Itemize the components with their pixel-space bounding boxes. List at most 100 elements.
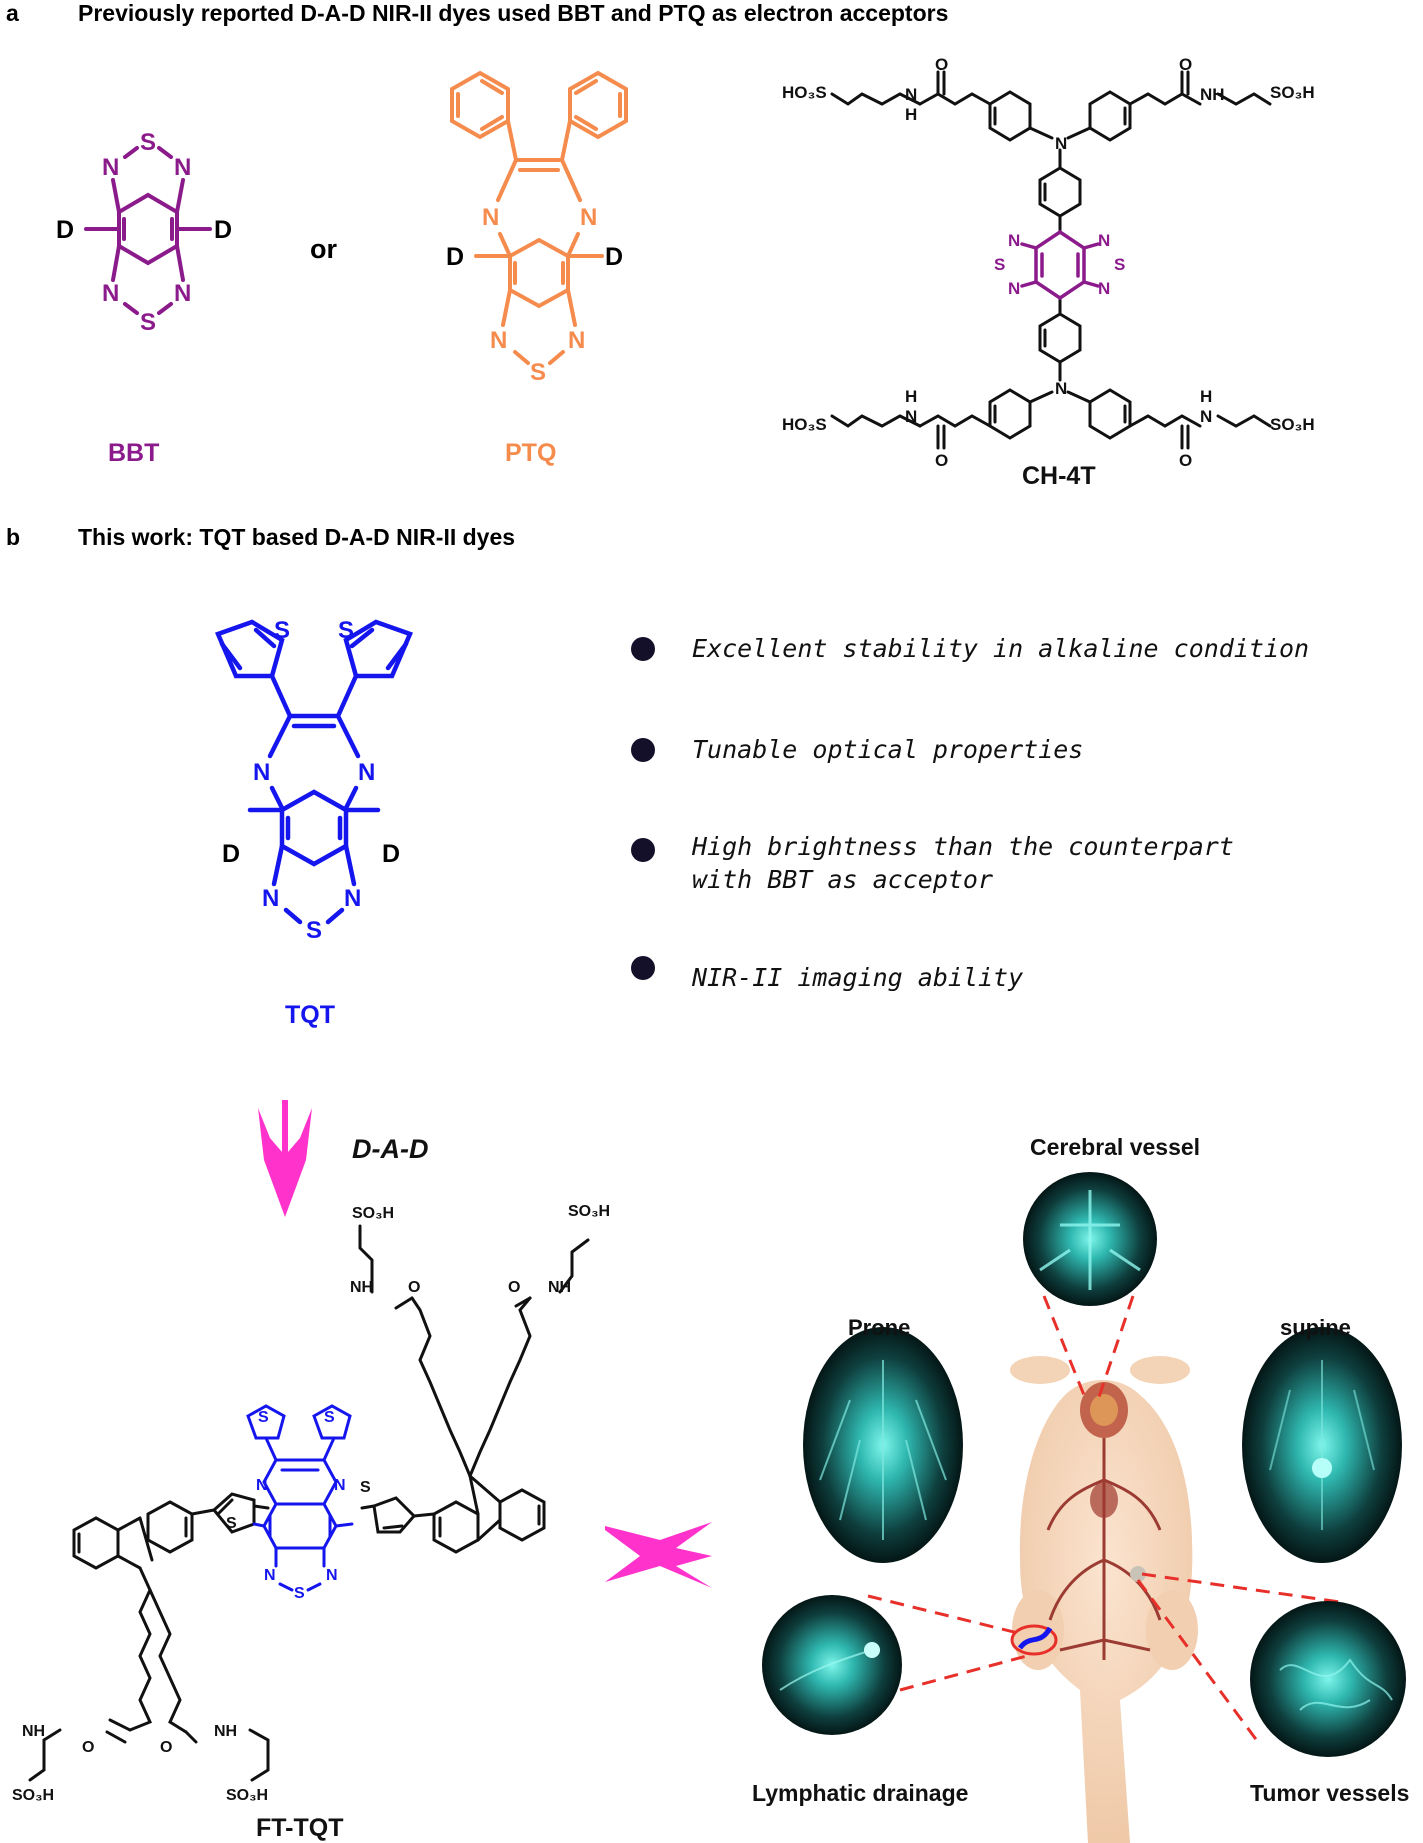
ft-tqt-atom-so3h: SO₃H: [12, 1787, 54, 1804]
right-arrow-icon: [605, 1522, 712, 1588]
ft-tqt-atom-so3h: SO₃H: [568, 1203, 610, 1220]
bbt-atom-n: N: [102, 154, 119, 181]
tqt-atom-n: N: [262, 885, 279, 912]
feature-item-3-cont: with BBT as acceptor: [692, 865, 993, 894]
ch4t-structure: [830, 70, 1272, 450]
bbt-atom-n: N: [174, 154, 191, 181]
ch4t-core-atoms: N N S N N S: [994, 231, 1125, 298]
ch4t-atom-o: O: [935, 55, 948, 74]
feature-item-2: Tunable optical properties: [692, 735, 1083, 764]
supine-label: supine: [1280, 1315, 1351, 1340]
bbt-atom-s-top: S: [140, 129, 156, 156]
bbt-label: BBT: [108, 439, 159, 467]
ft-tqt-atom-o: O: [82, 1739, 94, 1756]
ch4t-atom-n: N: [1008, 279, 1020, 298]
ft-tqt-atom-o: O: [160, 1739, 172, 1756]
lymphatic-drainage-label: Lymphatic drainage: [752, 1780, 968, 1806]
ptq-atom-n: N: [482, 204, 499, 231]
ft-tqt-atoms: S S NH O O NH SO₃H SO₃H NH O O NH SO₃H S…: [12, 1203, 610, 1804]
ch4t-atom-so3h: SO₃H: [1270, 83, 1315, 102]
feature-item-3: High brightness than the counterpart: [691, 832, 1234, 861]
tumor-vessels-image: [1250, 1601, 1406, 1757]
ft-tqt-atom-s: S: [294, 1585, 305, 1602]
panel-b-title: This work: TQT based D-A-D NIR-II dyes: [78, 524, 515, 550]
bbt-atom-n: N: [174, 280, 191, 307]
ch4t-atom-n: N: [905, 85, 917, 104]
ptq-atom-n: N: [568, 327, 585, 354]
tqt-label: TQT: [285, 1001, 335, 1029]
ch4t-atom-ho3s: HO₃S: [782, 415, 827, 434]
ptq-label: PTQ: [505, 439, 556, 467]
ch4t-atom-n: N: [1098, 231, 1110, 250]
ch4t-atom-ho3s: HO₃S: [782, 83, 827, 102]
ch4t-atom-h: H: [905, 105, 917, 124]
ft-tqt-atom-nh: NH: [548, 1279, 571, 1296]
bullet-icon: [631, 738, 655, 762]
ch4t-atoms: N N O O O O N H NH H N H N HO₃S SO₃H HO₃…: [782, 55, 1315, 470]
ch4t-atom-o: O: [935, 451, 948, 470]
ptq-atom-n: N: [490, 327, 507, 354]
ptq-donor-right: D: [605, 243, 623, 271]
prone-label: Prone: [848, 1315, 910, 1340]
ptq-atoms: N N N N S: [482, 204, 597, 386]
ft-tqt-atom-n: N: [256, 1477, 268, 1494]
ch4t-atom-so3h: SO₃H: [1270, 415, 1315, 434]
ft-tqt-atom-n: N: [326, 1567, 338, 1584]
ch4t-atom-nh: NH: [1200, 85, 1225, 104]
panel-a-letter: a: [6, 0, 19, 26]
ft-tqt-atom-s: S: [226, 1515, 237, 1532]
tqt-atom-n: N: [344, 885, 361, 912]
ft-tqt-atom-n: N: [264, 1567, 276, 1584]
ch4t-atom-n: N: [1098, 279, 1110, 298]
ft-tqt-atom-n: N: [334, 1477, 346, 1494]
ch4t-atom-h: H: [905, 387, 917, 406]
ft-tqt-atom-o: O: [508, 1279, 520, 1296]
bullet-icon: [631, 956, 655, 980]
ft-tqt-atom-o: O: [408, 1279, 420, 1296]
ft-tqt-atom-nh: NH: [214, 1723, 237, 1740]
bullet-icon: [631, 838, 655, 862]
ch4t-atom-n: N: [1055, 134, 1067, 153]
ft-tqt-atom-nh: NH: [22, 1723, 45, 1740]
ft-tqt-atom-s: S: [324, 1409, 335, 1426]
bbt-donor-left: D: [56, 216, 74, 244]
ch4t-atom-o: O: [1179, 451, 1192, 470]
ptq-atom-n: N: [580, 204, 597, 231]
cerebral-vessel-image: [1023, 1172, 1157, 1306]
tqt-atom-s: S: [274, 617, 290, 644]
bbt-structure: [84, 146, 212, 315]
ptq-donor-left: D: [446, 243, 464, 271]
panel-a-title: Previously reported D-A-D NIR-II dyes us…: [78, 0, 948, 26]
ch4t-label: CH-4T: [1022, 462, 1096, 490]
ft-tqt-core-atoms: S S N N N N S: [256, 1409, 346, 1602]
ch4t-atom-n: N: [1008, 231, 1020, 250]
ch4t-atom-s: S: [1114, 255, 1125, 274]
tqt-atom-n: N: [358, 759, 375, 786]
feature-list: Excellent stability in alkaline conditio…: [631, 634, 1309, 992]
tqt-atoms: S S N N N N S: [253, 617, 375, 944]
prone-image: [803, 1327, 963, 1563]
or-text: or: [310, 234, 337, 264]
mouse-illustration: [1010, 1356, 1198, 1843]
ft-tqt-atom-so3h: SO₃H: [226, 1787, 268, 1804]
ptq-atom-s: S: [530, 359, 546, 386]
bullet-icon: [631, 637, 655, 661]
ch4t-core: [1020, 229, 1100, 301]
tqt-donor-right: D: [382, 840, 400, 868]
tqt-atom-n: N: [253, 759, 270, 786]
connector-lines: [867, 1295, 1341, 1743]
ch4t-atom-n: N: [905, 407, 917, 426]
ch4t-atom-n: N: [1200, 407, 1212, 426]
ft-tqt-atom-so3h: SO₃H: [352, 1205, 394, 1222]
ft-tqt-structure: [28, 1224, 590, 1782]
ch4t-atom-o: O: [1179, 55, 1192, 74]
ptq-structure: [450, 70, 628, 365]
supine-image: [1242, 1327, 1402, 1563]
tumor-vessels-label: Tumor vessels: [1250, 1780, 1409, 1806]
ft-tqt-label: FT-TQT: [256, 1814, 343, 1842]
ft-tqt-core: [246, 1404, 354, 1592]
lymphatic-drainage-image: [762, 1595, 902, 1735]
tqt-donor-left: D: [222, 840, 240, 868]
ch4t-atom-h: H: [1200, 387, 1212, 406]
